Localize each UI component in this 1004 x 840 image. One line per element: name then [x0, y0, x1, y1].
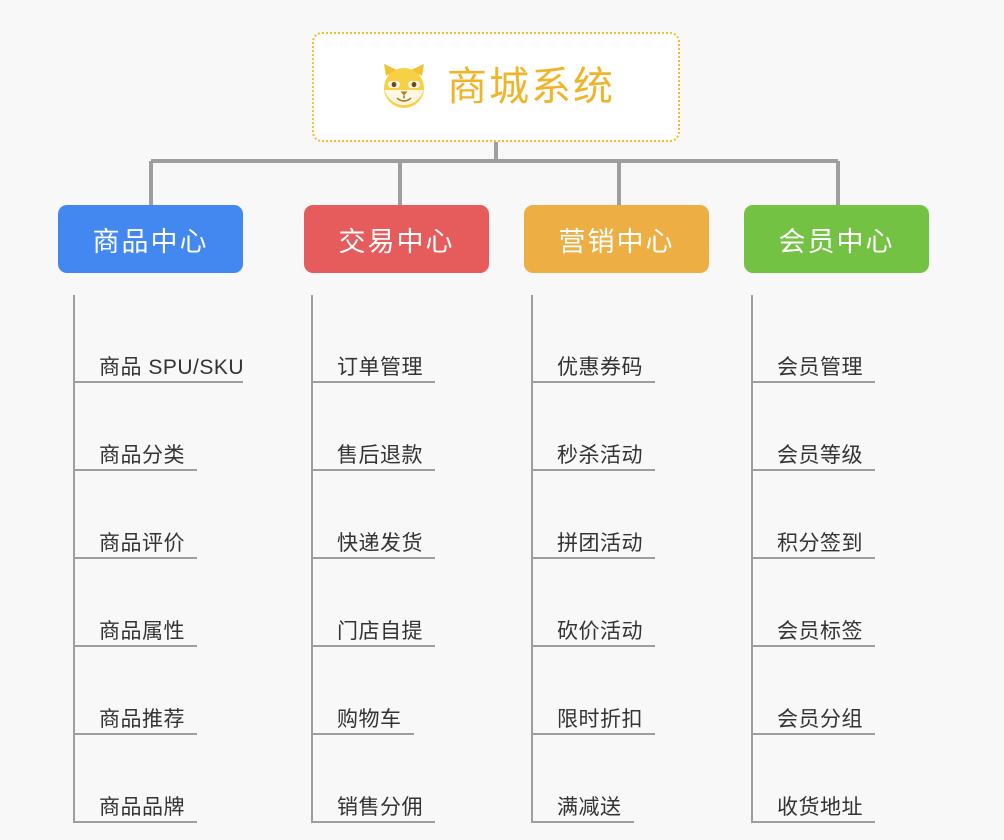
leaf-item-underline: [311, 381, 435, 383]
leaf-item-underline: [531, 821, 634, 823]
leaf-item[interactable]: 商品推荐: [73, 647, 274, 735]
leaf-item-underline: [311, 557, 435, 559]
leaf-item[interactable]: 满减送: [531, 735, 732, 823]
leaf-item-label: 销售分佣: [337, 795, 423, 819]
leaf-item-label: 门店自提: [337, 619, 423, 643]
category-header-3[interactable]: 会员中心: [744, 205, 929, 273]
root-node[interactable]: 商城系统: [312, 32, 680, 142]
leaf-item[interactable]: 秒杀活动: [531, 383, 732, 471]
leaf-item-underline: [73, 469, 197, 471]
category-header-0[interactable]: 商品中心: [58, 205, 243, 273]
leaf-list: 商品 SPU/SKU 商品分类商品评价商品属性商品推荐商品品牌: [58, 295, 274, 823]
leaf-item[interactable]: 商品品牌: [73, 735, 274, 823]
leaf-item-label: 商品属性: [99, 619, 185, 643]
leaf-item[interactable]: 售后退款: [311, 383, 512, 471]
leaf-item-underline: [73, 381, 243, 383]
leaf-item-underline: [73, 821, 197, 823]
leaf-item-underline: [751, 821, 875, 823]
category-header-2[interactable]: 营销中心: [524, 205, 709, 273]
leaf-item-label: 拼团活动: [557, 531, 643, 555]
leaf-item[interactable]: 购物车: [311, 647, 512, 735]
leaf-item[interactable]: 会员管理: [751, 295, 952, 383]
leaf-item-underline: [73, 557, 197, 559]
leaf-list: 会员管理会员等级积分签到会员标签会员分组收货地址: [736, 295, 952, 823]
leaf-item-underline: [531, 469, 655, 471]
leaf-item[interactable]: 商品 SPU/SKU: [73, 295, 274, 383]
leaf-item-label: 商品分类: [99, 443, 185, 467]
leaf-item[interactable]: 商品评价: [73, 471, 274, 559]
root-title: 商城系统: [447, 65, 615, 109]
leaf-item-underline: [751, 381, 875, 383]
leaf-item-label: 购物车: [337, 707, 402, 731]
leaf-item-label: 满减送: [557, 795, 622, 819]
leaf-item[interactable]: 订单管理: [311, 295, 512, 383]
leaf-item-underline: [73, 645, 197, 647]
leaf-item-label: 售后退款: [337, 443, 423, 467]
leaf-item[interactable]: 会员分组: [751, 647, 952, 735]
leaf-item-label: 秒杀活动: [557, 443, 643, 467]
leaf-trunk-line: [531, 295, 533, 823]
leaf-item-underline: [751, 733, 875, 735]
leaf-item[interactable]: 商品属性: [73, 559, 274, 647]
leaf-item-label: 会员标签: [777, 619, 863, 643]
leaf-item-underline: [751, 469, 875, 471]
leaf-item-label: 会员分组: [777, 707, 863, 731]
category-header-label: 交易中心: [338, 226, 455, 257]
leaf-item-underline: [311, 821, 435, 823]
leaf-item-underline: [311, 645, 435, 647]
leaf-item-underline: [311, 469, 435, 471]
leaf-item-label: 砍价活动: [557, 619, 643, 643]
category-column: 会员中心会员管理会员等级积分签到会员标签会员分组收货地址: [736, 205, 952, 823]
leaf-item[interactable]: 优惠券码: [531, 295, 732, 383]
leaf-item-label: 优惠券码: [557, 355, 643, 379]
leaf-trunk-line: [73, 295, 75, 823]
leaf-item[interactable]: 砍价活动: [531, 559, 732, 647]
leaf-item[interactable]: 积分签到: [751, 471, 952, 559]
category-header-1[interactable]: 交易中心: [304, 205, 489, 273]
leaf-item-underline: [751, 645, 875, 647]
leaf-item-label: 会员管理: [777, 355, 863, 379]
category-header-label: 会员中心: [778, 226, 895, 257]
leaf-item-underline: [311, 733, 414, 735]
category-header-label: 营销中心: [558, 226, 675, 257]
leaf-item-underline: [751, 557, 875, 559]
leaf-item-label: 商品 SPU/SKU: [99, 355, 245, 379]
shiba-dog-face-icon: [377, 60, 431, 114]
category-column: 交易中心订单管理售后退款快递发货门店自提购物车销售分佣: [296, 205, 512, 823]
leaf-item-label: 订单管理: [337, 355, 423, 379]
leaf-item-label: 会员等级: [777, 443, 863, 467]
leaf-item-underline: [531, 733, 655, 735]
leaf-item[interactable]: 会员等级: [751, 383, 952, 471]
category-header-label: 商品中心: [92, 226, 209, 257]
leaf-item-label: 快递发货: [337, 531, 423, 555]
leaf-item-underline: [531, 645, 655, 647]
leaf-item-underline: [531, 381, 655, 383]
category-column: 商品中心商品 SPU/SKU 商品分类商品评价商品属性商品推荐商品品牌: [58, 205, 274, 823]
leaf-item[interactable]: 收货地址: [751, 735, 952, 823]
leaf-item[interactable]: 拼团活动: [531, 471, 732, 559]
leaf-item-label: 商品品牌: [99, 795, 185, 819]
leaf-item-label: 收货地址: [777, 795, 863, 819]
leaf-item[interactable]: 商品分类: [73, 383, 274, 471]
leaf-list: 订单管理售后退款快递发货门店自提购物车销售分佣: [296, 295, 512, 823]
leaf-item-label: 积分签到: [777, 531, 863, 555]
leaf-item-label: 商品评价: [99, 531, 185, 555]
leaf-item[interactable]: 限时折扣: [531, 647, 732, 735]
leaf-item[interactable]: 销售分佣: [311, 735, 512, 823]
leaf-list: 优惠券码秒杀活动拼团活动砍价活动限时折扣满减送: [516, 295, 732, 823]
leaf-item-label: 商品推荐: [99, 707, 185, 731]
leaf-trunk-line: [751, 295, 753, 823]
leaf-item[interactable]: 门店自提: [311, 559, 512, 647]
leaf-item-underline: [531, 557, 655, 559]
leaf-item[interactable]: 快递发货: [311, 471, 512, 559]
leaf-item[interactable]: 会员标签: [751, 559, 952, 647]
leaf-item-label: 限时折扣: [557, 707, 643, 731]
leaf-item-underline: [73, 733, 197, 735]
category-column: 营销中心优惠券码秒杀活动拼团活动砍价活动限时折扣满减送: [516, 205, 732, 823]
leaf-trunk-line: [311, 295, 313, 823]
